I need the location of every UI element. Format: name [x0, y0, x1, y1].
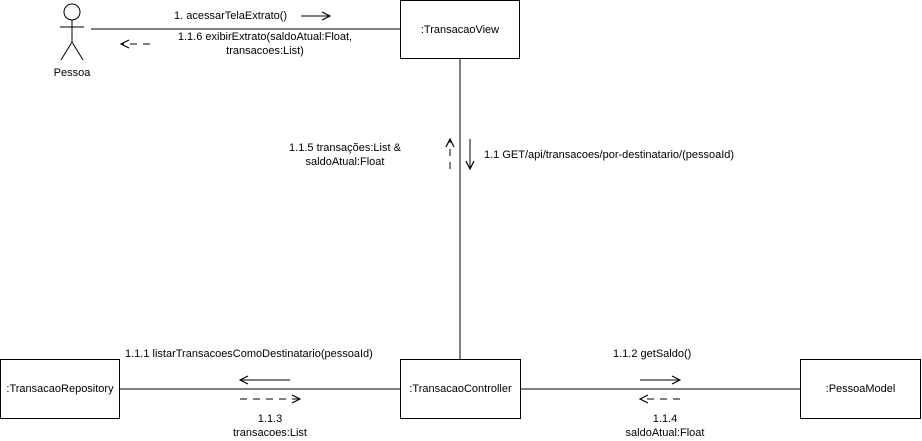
message-1-1-4-label: 1.1.4 saldoAtual:Float — [605, 412, 725, 440]
message-1-1-4-line1: 1.1.4 — [652, 413, 678, 425]
transacao-view-box: :TransacaoView — [400, 0, 520, 59]
message-1-1-5-line2: saldoAtual:Float — [305, 156, 385, 168]
message-1-1-3-label: 1.1.3 transacoes:List — [210, 412, 330, 440]
message-1-1-6-line1: 1.1.6 exibirExtrato(saldoAtual:Float, — [177, 31, 353, 43]
actor-name: Pessoa — [53, 67, 91, 79]
pessoa-model-box: :PessoaModel — [800, 359, 921, 419]
message-1-1-label: 1.1 GET/api/transacoes/por-destinatario/… — [484, 149, 735, 161]
transacao-controller-box: :TransacaoController — [400, 359, 521, 419]
message-1-1-3-line2: transacoes:List — [233, 427, 307, 439]
message-1-1-2-label: 1.1.2 getSaldo() — [613, 348, 692, 360]
message-1-label: 1. acessarTelaExtrato() — [174, 10, 288, 22]
message-1-1-3-line1: 1.1.3 — [257, 413, 283, 425]
message-1-1-5-line1: 1.1.5 transações:List & — [289, 142, 401, 154]
message-1-1-4-line2: saldoAtual:Float — [625, 427, 705, 439]
message-1-1-5-label: 1.1.5 transações:List & saldoAtual:Float — [272, 141, 418, 169]
message-1-1-6-line2: transacoes:List) — [226, 45, 304, 57]
actor-figure — [60, 3, 84, 61]
message-1-1-1-label: 1.1.1 listarTransacoesComoDestinatario(p… — [125, 348, 373, 360]
transacao-repository-box: :TransacaoRepository — [0, 359, 120, 419]
message-1-1-6-label: 1.1.6 exibirExtrato(saldoAtual:Float, tr… — [160, 30, 370, 58]
